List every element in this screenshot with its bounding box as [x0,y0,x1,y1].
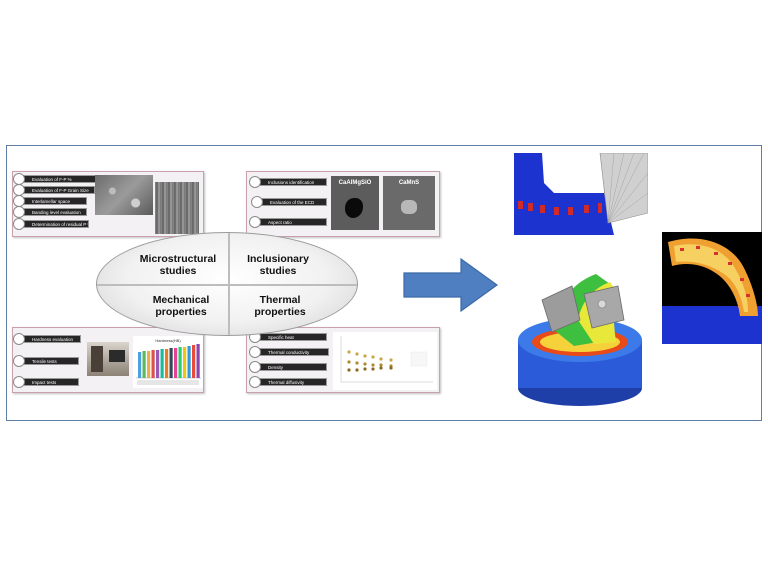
testing-machine-photo [87,342,129,376]
thermal-bullet [249,346,261,358]
hardness-chart-title: Hardness(HB) [155,338,181,343]
thermal-bullet [249,361,261,373]
micro-item-4: Banding level evaluation [19,208,87,216]
micro-item-5: Determination of residual P % [19,220,89,228]
inclusion-item-2: Evaluation of the ECD [257,198,327,206]
chip-formation-image [662,232,762,344]
micrograph-image [95,175,153,215]
hardness-bar [192,345,196,378]
inclusion-cell-1: CaAlMgSiO [331,176,379,230]
hardness-bar [142,351,146,378]
hardness-bar-chart: Hardness(HB) [133,336,203,388]
inclusion-item-1: Inclusions identification [255,178,327,186]
thermal-scatter-plot [333,332,437,390]
mechanical-bullet [13,333,25,345]
thermal-item-1: Specific heat [255,333,327,341]
banding-micrograph-image [155,182,199,234]
thermal-point [363,354,367,358]
machine-shape [91,346,103,372]
thermal-point [347,360,351,364]
inclusionary-studies-label: Inclusionary studies [247,253,309,277]
hardness-bar [138,352,142,378]
microstructural-studies-label: Microstructural studies [139,253,217,277]
mechanical-panel: Hardness evaluation Tensile tests Impact… [12,327,204,393]
inclusionary-panel: Inclusions identification Evaluation of … [246,171,440,237]
inclusion-bullet [249,216,261,228]
hardness-bar [196,344,200,378]
mechanical-item-2: Tensile tests [19,357,79,365]
drilling-simulation-image [514,260,660,410]
hardness-bar [178,347,182,378]
thermal-point [363,362,367,366]
thermal-point [355,352,359,356]
thermal-point [389,358,393,362]
hardness-bar [147,351,151,378]
study-areas-ellipse [96,232,358,336]
quadrant-divider-horizontal [97,284,357,286]
thermal-point [389,366,393,370]
thermal-point [379,363,383,367]
microstructural-panel: Evaluation of F-P % Evaluation of F-P Gr… [12,171,204,237]
hardness-bar [151,350,155,378]
hardness-bar [187,346,191,378]
mechanical-bullet [13,355,25,367]
hardness-bar [183,347,187,378]
thermal-point [379,357,383,361]
mechanical-item-3: Impact tests [19,378,79,386]
hardness-bar [156,350,160,378]
thermal-point [371,367,375,371]
inclusion-particle [345,198,363,218]
thermal-point [355,368,359,372]
cutting-simulation-image [514,153,648,235]
hardness-bar [174,348,178,378]
micro-item-1: Evaluation of F-P % [19,175,101,183]
mechanical-properties-label: Mechanical properties [152,294,210,318]
micro-bullet [13,206,25,218]
thermal-item-3: Density [255,363,327,371]
hardness-bar [169,348,173,378]
hardness-bar [160,349,164,378]
inclusion-item-3: Aspect ratio [255,218,327,226]
inclusion-bullet [249,176,261,188]
micro-bullet [13,218,25,230]
thermal-bullet [249,376,261,388]
thermal-point [347,350,351,354]
inclusion-cell-label: CaMnS [398,180,420,186]
thermal-point [379,366,383,370]
micro-item-2: Evaluation of F-P Grain Size [19,186,95,194]
thermal-point [347,368,351,372]
thermal-properties-label: Thermal properties [254,294,306,318]
thermal-point [371,363,375,367]
thermal-item-2: Thermal conductivity [255,348,329,356]
thermal-panel: Specific heat Thermal conductivity Densi… [246,327,440,393]
mechanical-bullet [13,376,25,388]
thermal-point [363,367,367,371]
right-arrow-icon [403,258,499,312]
thermal-item-4: Thermal diffusivity [255,378,327,386]
inclusion-cell-label: CaAlMgSiO [338,180,372,186]
thermal-point [371,355,375,359]
mechanical-item-1: Hardness evaluation [19,335,81,343]
inclusion-particle [401,200,417,214]
micro-item-3: Interlamellar space [19,197,87,205]
monitor-shape [109,350,125,362]
hardness-bar [165,349,169,378]
thermal-point [355,361,359,365]
inclusion-bullet [251,196,263,208]
inclusion-cell-2: CaMnS [383,176,435,230]
